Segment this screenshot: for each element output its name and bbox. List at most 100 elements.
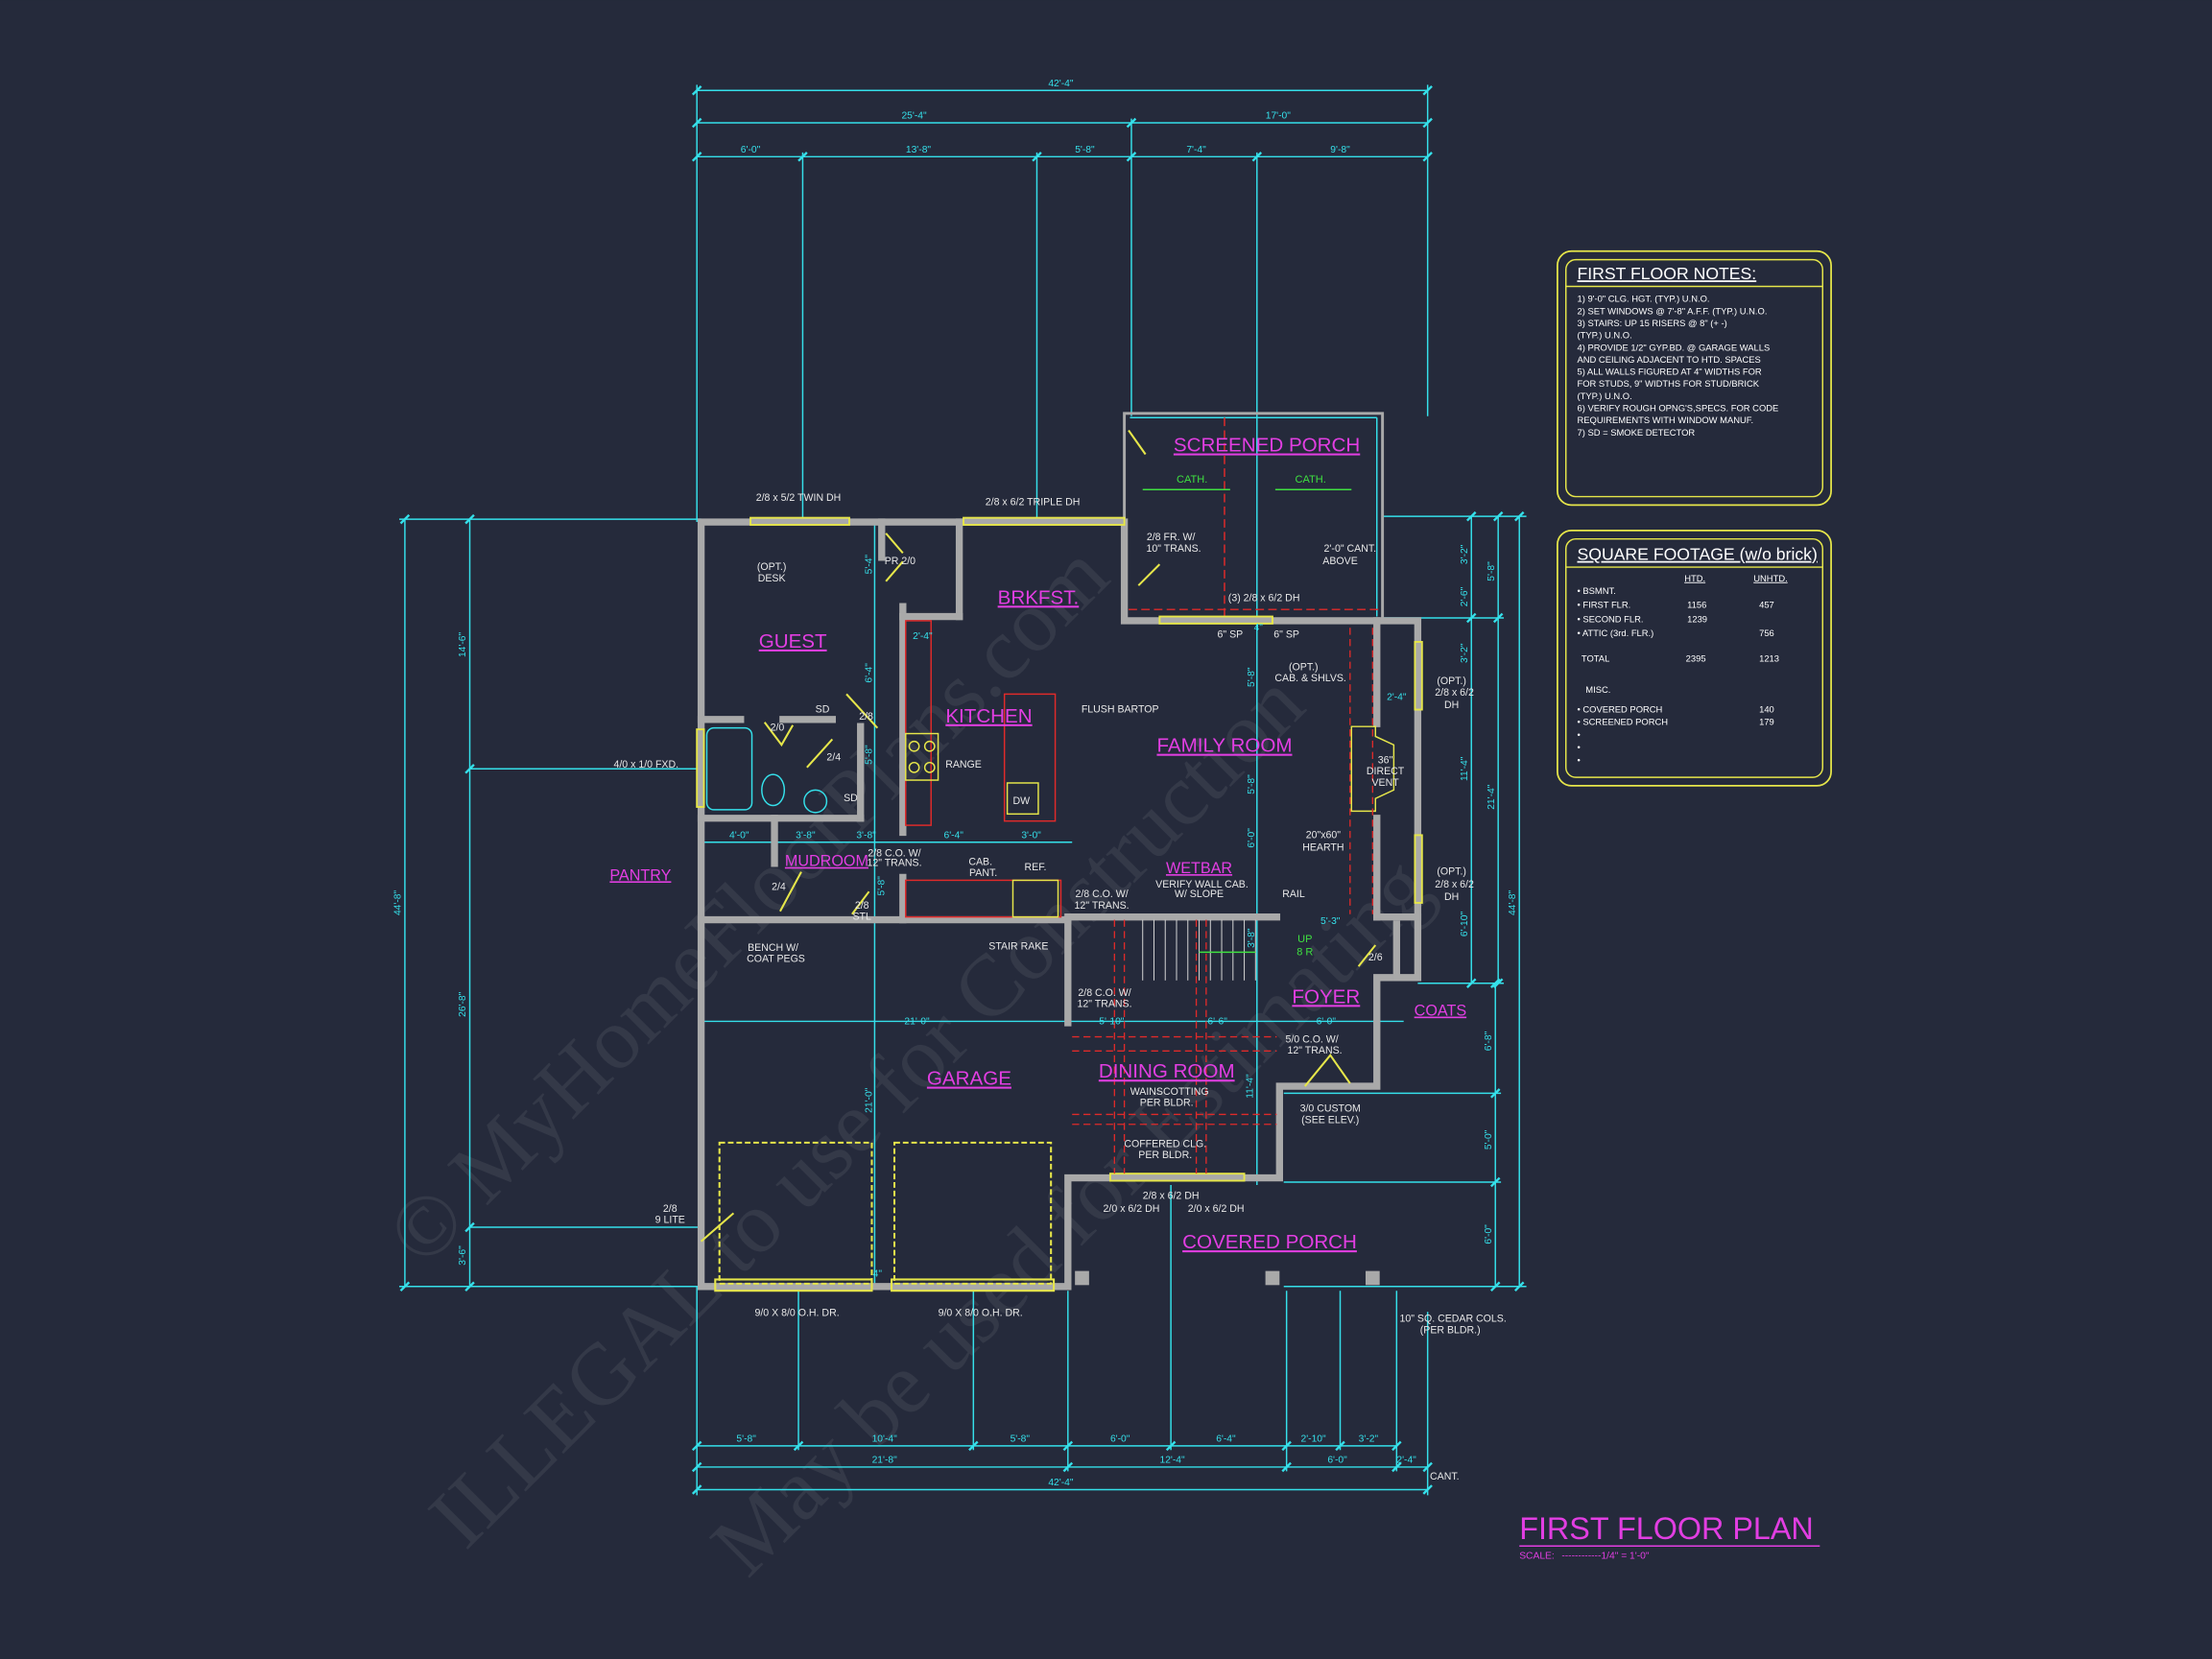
dimension-tick <box>1391 1461 1402 1473</box>
dim-interior: 6'-4" <box>943 830 963 841</box>
sqft-misc-row-label: • <box>1577 742 1580 752</box>
dim-right-lower: 6'-8" <box>1484 1031 1494 1051</box>
ceiling-label-cath-left: CATH. <box>1177 474 1207 486</box>
sqft-misc-row-value: 140 <box>1759 703 1774 714</box>
annotation-hearth-1: 20"x60" <box>1306 829 1342 841</box>
room-label-family-room: FAMILY ROOM <box>1156 735 1292 757</box>
sqft-col-unhtd: UNHTD. <box>1753 573 1787 583</box>
car-bay-2 <box>892 1141 1053 1285</box>
annotation-desk-2: DESK <box>758 573 786 584</box>
dim-right-detail: 6'-10" <box>1460 912 1470 937</box>
annotation-garage-door-2: 9 LITE <box>655 1215 685 1226</box>
front-door <box>1303 1054 1351 1087</box>
dim-right-mid: 21'-4" <box>1487 784 1497 810</box>
dim-bottom-mid: 21'-8" <box>872 1456 898 1466</box>
note-line: 5) ALL WALLS FIGURED AT 4" WIDTHS FOR <box>1577 367 1761 377</box>
annotation-sd-2: SD <box>844 793 858 804</box>
french-door <box>1137 563 1161 586</box>
dim-left-detail: 14'-6" <box>458 631 468 657</box>
sqft-misc-row-label: • <box>1577 729 1580 740</box>
annotation-opt-dh-b3: DH <box>1444 891 1459 903</box>
annotation-opt-dh-b2: 2/8 x 6/2 <box>1435 879 1474 890</box>
annotation-sd-1: SD <box>816 703 830 715</box>
sqft-misc-row-value: 179 <box>1759 717 1774 727</box>
annotation-custom-door-1: 3/0 CUSTOM <box>1300 1103 1361 1115</box>
note-line: 4) PROVIDE 1/2" GYP.BD. @ GARAGE WALLS <box>1577 342 1770 352</box>
dim-interior: 21'-0" <box>904 1016 930 1027</box>
bath-door <box>806 738 834 769</box>
dimension-tick <box>1251 152 1263 162</box>
dim-bottom-detail: 2'-10" <box>1300 1434 1326 1444</box>
annotation-cant-bottom: CANT. <box>1430 1471 1460 1482</box>
overhead-door-2 <box>891 1278 1056 1292</box>
annotation-wainscot-1: WAINSCOTTING <box>1130 1086 1209 1098</box>
dim-interior-vertical: 5'-8" <box>877 876 888 896</box>
dim-interior: 2'-4" <box>913 631 933 642</box>
annotation-cant-1: 2'-0" CANT. <box>1324 543 1377 555</box>
dim-interior: 2'-4" <box>1387 692 1407 702</box>
dim-interior: 3'-8" <box>856 830 876 841</box>
dim-interior-vertical: 3'-8" <box>1247 928 1257 948</box>
annotation-dw: DW <box>1012 795 1030 807</box>
dimension-tick <box>1492 612 1504 624</box>
annotation-opt-dh-b1: (OPT.) <box>1437 866 1466 878</box>
annotation-cab-shlvs-2: CAB. & SHLVS. <box>1274 673 1345 684</box>
sqft-row-unhtd: 457 <box>1759 600 1774 610</box>
room-label-foyer: FOYER <box>1292 985 1360 1007</box>
dimension-tick <box>797 152 808 162</box>
dimension-tick <box>691 1484 702 1495</box>
column <box>1075 1270 1089 1286</box>
pr-door <box>885 533 904 582</box>
pantry-cabinets <box>905 879 1062 918</box>
sqft-misc-row-label: • SCREENED PORCH <box>1577 717 1668 727</box>
doors <box>700 429 1377 1292</box>
sink-icon <box>803 789 828 814</box>
dimension-lines <box>399 84 1527 1496</box>
dim-top-detail: 9'-8" <box>1330 145 1350 155</box>
annotation-cols-2: (PER BLDR.) <box>1420 1324 1481 1336</box>
annotation-wall-cab-1: VERIFY WALL CAB. <box>1155 879 1249 890</box>
bathtub-icon <box>705 726 753 811</box>
dim-right-mid: 5'-8" <box>1487 561 1497 581</box>
sqft-row-label: • FIRST FLR. <box>1577 600 1630 610</box>
room-label-screened-porch: SCREENED PORCH <box>1174 435 1360 457</box>
toilet-icon <box>761 773 786 807</box>
note-line: REQUIREMENTS WITH WINDOW MANUF. <box>1577 415 1753 425</box>
dimension-tick <box>1489 978 1501 988</box>
note-line: 6) VERIFY ROUGH OPNG'S,SPECS. FOR CODE <box>1577 402 1778 413</box>
note-line: 3) STAIRS: UP 15 RISERS @ 8" (+ -) <box>1577 318 1726 328</box>
plan-title-block: FIRST FLOOR PLAN SCALE: ------------1/4"… <box>1519 1511 1820 1562</box>
annotation-cant-2: ABOVE <box>1322 556 1357 567</box>
dim-right-detail: 11'-4" <box>1460 756 1470 781</box>
annotation-co-kitchen-2: 12" TRANS. <box>867 858 921 869</box>
sqft-misc-row-label: • COVERED PORCH <box>1577 703 1662 714</box>
annotation-co-foyer-2: 12" TRANS. <box>1288 1045 1343 1056</box>
dimension-ticks <box>399 84 1525 1495</box>
dimension-tick <box>1062 1461 1074 1473</box>
note-line: 1) 9'-0" CLG. HGT. (TYP.) U.N.O. <box>1577 294 1709 304</box>
stair-treads <box>1142 919 1256 981</box>
dimension-tick <box>968 1440 979 1452</box>
dim-top-detail: 13'-8" <box>906 145 932 155</box>
dimension-tick <box>1513 510 1525 522</box>
scale-label: SCALE: <box>1519 1552 1555 1562</box>
room-label-pantry: PANTRY <box>609 866 671 884</box>
annotation-dining-dh-r: 2/0 x 6/2 DH <box>1188 1203 1245 1215</box>
dimension-tick <box>1126 117 1137 129</box>
dim-interior-vertical: 5'-8" <box>864 745 874 765</box>
dim-top-detail: 6'-0" <box>741 145 761 155</box>
sqft-row-label: • SECOND FLR. <box>1577 613 1643 624</box>
dim-bottom-detail: 6'-4" <box>1216 1434 1236 1444</box>
annotation-sp-1: 6" SP <box>1218 629 1244 641</box>
annotation-door-coats: 2/6 <box>1368 952 1383 963</box>
dim-interior-vertical: 21'-0" <box>864 1087 874 1113</box>
dim-interior: 4" <box>873 1268 883 1279</box>
square-footage-box: SQUARE FOOTAGE (w/o brick) HTD. UNHTD. •… <box>1557 529 1832 787</box>
dim-right-overall: 44'-8" <box>1508 890 1518 916</box>
dimension-tick <box>1465 978 1477 988</box>
dimension-tick <box>691 117 702 129</box>
dimension-tick <box>1422 1461 1433 1473</box>
refrigerator <box>1011 879 1059 918</box>
note-line: 2) SET WINDOWS @ 7'-8" A.F.F. (TYP.) U.N… <box>1577 305 1767 316</box>
coffered-ceiling-grid <box>1072 628 1373 1174</box>
